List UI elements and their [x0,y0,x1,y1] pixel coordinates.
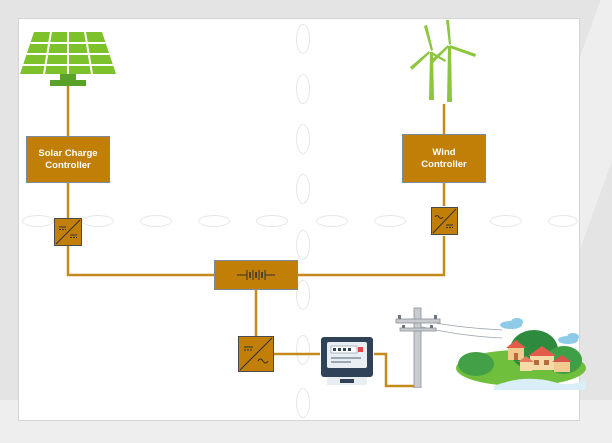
wind-controller: Wind Controller [402,134,486,183]
solar-controller-label-line1: Solar Charge [38,147,98,159]
utility-pole-icon [395,307,503,388]
solar-controller-label-line2: Controller [45,159,91,171]
wind-turbine-icon [410,20,476,102]
battery-bank-icon [214,260,298,290]
wind-controller-label-line2: Controller [421,158,467,170]
ac-dc-converter-icon [431,207,458,235]
inverter-icon [238,336,274,372]
dc-dc-converter-icon [54,218,82,246]
solar-panel-icon [20,31,116,86]
solar-charge-controller: Solar Charge Controller [26,136,110,183]
wind-controller-label-line1: Wind [432,146,456,158]
village-houses-icon [456,318,586,390]
energy-meter-icon [321,337,373,385]
